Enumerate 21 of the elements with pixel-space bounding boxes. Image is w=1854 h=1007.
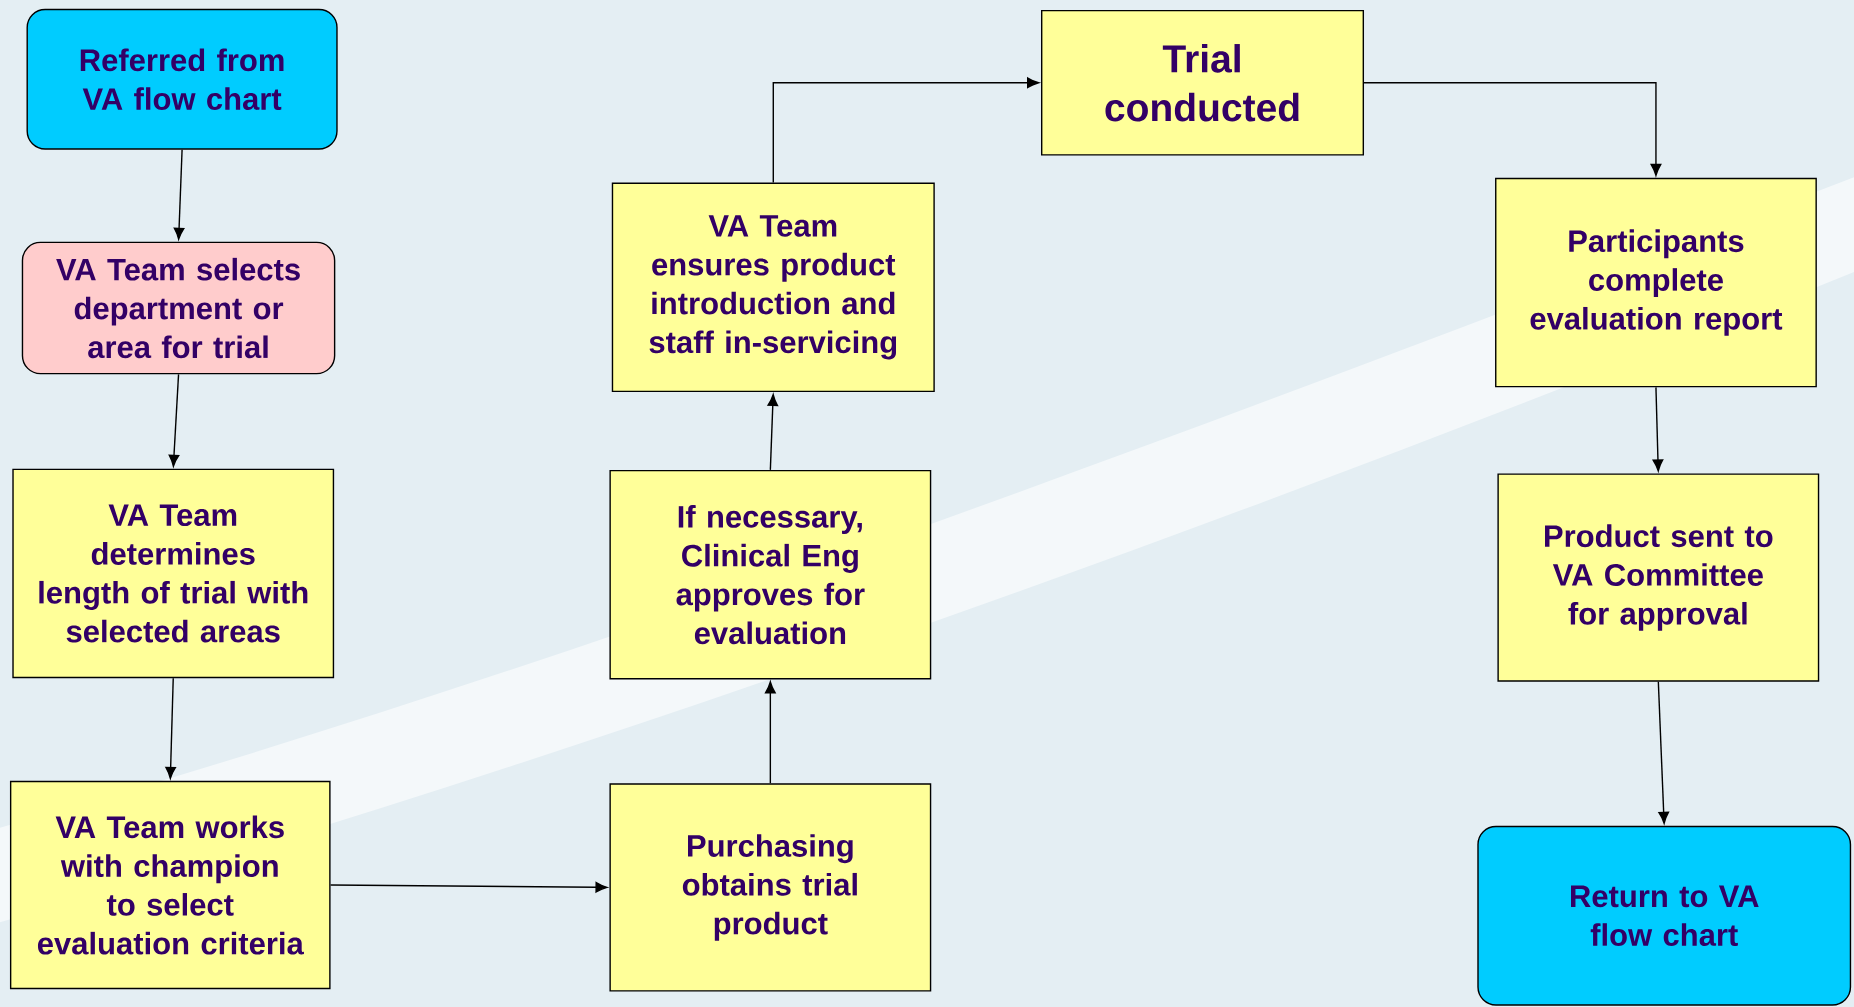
process-box: Participants complete evaluation report <box>1495 177 1817 388</box>
process-box: If necessary, Clinical Eng approves for evaluation <box>609 469 932 680</box>
arrow <box>165 677 177 779</box>
arrow <box>168 373 180 467</box>
process-box: VA Team determines length of trial with selected areas <box>12 468 335 679</box>
process-box: Purchasing obtains trial product <box>609 783 932 992</box>
arrow <box>767 393 779 471</box>
process-box: VA Team ensures product introduction and staff in-servicing <box>611 182 935 392</box>
arrow <box>1657 680 1670 824</box>
arrow <box>1363 81 1662 176</box>
arrow <box>772 77 1040 184</box>
arrow <box>764 681 776 784</box>
arrow <box>329 881 608 893</box>
process-box: VA Team selects department or area for trial <box>21 241 336 375</box>
process-box: Trial conducted <box>1041 9 1364 156</box>
arrow <box>1652 386 1664 472</box>
process-box: VA Team works with champion to select evaluation criteria <box>9 780 331 989</box>
process-box: Product sent to VA Committee for approval <box>1497 473 1820 682</box>
end-box: Return to VA flow chart <box>1477 825 1852 1006</box>
arrow <box>173 148 185 240</box>
start-box: Referred from VA flow chart <box>26 8 338 150</box>
